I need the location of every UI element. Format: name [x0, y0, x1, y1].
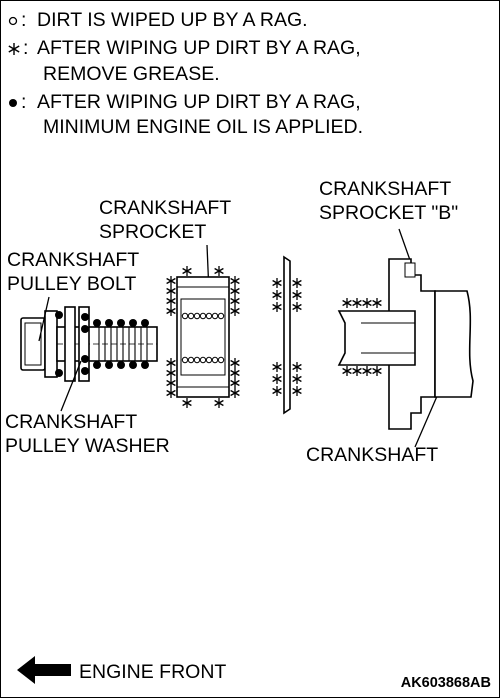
label-pulley-bolt-1: CRANKSHAFT [7, 249, 140, 271]
figure-code: AK603868AB [400, 675, 491, 691]
label-pulley-washer-1: CRANKSHAFT [5, 411, 138, 433]
crankshaft [337, 258, 474, 430]
label-crankshaft-sprocket-2: SPROCKET [99, 221, 207, 243]
legend-text-cont: REMOVE GREASE. [43, 63, 220, 85]
engine-front-label: ENGINE FRONT [79, 661, 227, 683]
small-circle-icon: : [7, 9, 37, 32]
legend-text: DIRT IS WIPED UP BY A RAG. [37, 9, 308, 31]
legend-text: AFTER WIPING UP DIRT BY A RAG, [37, 37, 361, 59]
crankshaft-pulley-washer [64, 306, 90, 382]
leader-lines [38, 228, 442, 448]
legend-text: AFTER WIPING UP DIRT BY A RAG, [37, 91, 361, 113]
dot-icon: : [7, 91, 37, 114]
label-pulley-washer-2: PULLEY WASHER [5, 435, 170, 457]
legend-item-wiped: : DIRT IS WIPED UP BY A RAG. [7, 9, 308, 32]
label-crankshaft-sprocket-1: CRANKSHAFT [99, 197, 232, 219]
label-crankshaft-sprocket-b-2: SPROCKET "B" [319, 202, 459, 224]
engine-front-arrow-icon [17, 656, 71, 684]
asterisk-icon: : [7, 37, 37, 60]
label-pulley-bolt-2: PULLEY BOLT [7, 273, 137, 295]
legend-text-cont: MINIMUM ENGINE OIL IS APPLIED. [43, 116, 364, 138]
legend-item-remove-grease: : AFTER WIPING UP DIRT BY A RAG, [7, 37, 361, 60]
label-crankshaft-sprocket-b-1: CRANKSHAFT [319, 178, 452, 200]
crankshaft-sprocket-b-plate [283, 255, 291, 415]
oil-dot-markers [55, 311, 149, 377]
label-crankshaft: CRANKSHAFT [306, 444, 439, 466]
crankshaft-sprocket [176, 276, 230, 398]
legend-item-oil: : AFTER WIPING UP DIRT BY A RAG, [7, 91, 361, 114]
